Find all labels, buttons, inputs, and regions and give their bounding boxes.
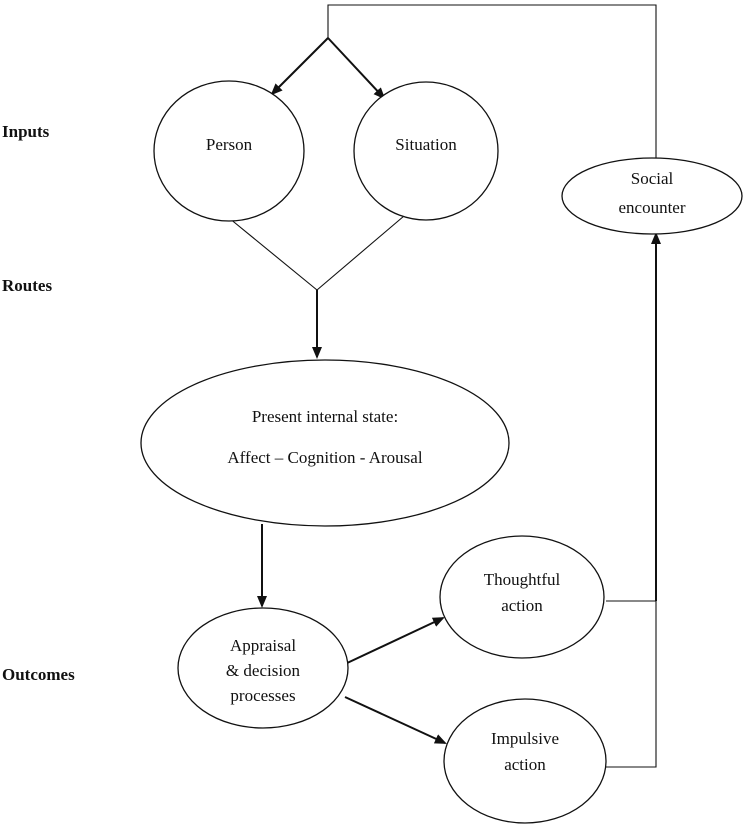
impulsive-connector-line (606, 601, 657, 768)
impulsive-action-label-line2: action (504, 755, 546, 774)
arrow-to-impulsive (344, 696, 447, 744)
situation-node: Situation (353, 81, 499, 221)
arrow-to-thoughtful (344, 617, 445, 665)
thoughtful-action-label-line1: Thoughtful (484, 570, 561, 589)
social-encounter-label-line2: encounter (618, 198, 685, 217)
thoughtful-action-label-line2: action (501, 596, 543, 615)
route-line-from-situation (316, 215, 405, 291)
internal-state-label-line2: Affect – Cognition - Arousal (227, 448, 422, 467)
appraisal-label-line2: & decision (226, 661, 301, 680)
thoughtful-action-node: Thoughtful action (439, 535, 605, 659)
internal-state-node: Present internal state: Affect – Cogniti… (140, 359, 510, 527)
impulsive-action-label-line1: Impulsive (491, 729, 559, 748)
social-encounter-node: Social encounter (561, 157, 743, 235)
person-label: Person (206, 135, 253, 154)
person-node: Person (153, 80, 305, 222)
arrow-to-person (270, 37, 329, 96)
social-encounter-label-line1: Social (631, 169, 674, 188)
stage-label-routes: Routes (2, 276, 52, 295)
feedback-loop-line (327, 4, 657, 164)
internal-state-label-line1: Present internal state: (252, 407, 398, 426)
appraisal-label-line1: Appraisal (230, 636, 296, 655)
arrow-to-situation (327, 37, 386, 100)
appraisal-node: Appraisal & decision processes (177, 607, 349, 729)
stage-label-outcomes: Outcomes (2, 665, 75, 684)
stage-label-inputs: Inputs (2, 122, 50, 141)
appraisal-label-line3: processes (230, 686, 295, 705)
situation-label: Situation (395, 135, 457, 154)
route-line-from-person (228, 217, 318, 291)
impulsive-action-node: Impulsive action (443, 698, 607, 824)
